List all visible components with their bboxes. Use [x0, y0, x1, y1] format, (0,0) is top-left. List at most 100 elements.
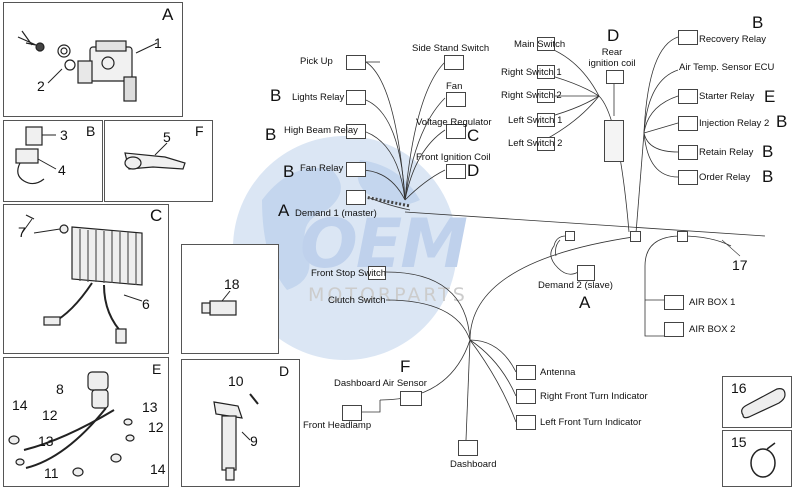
connector-box — [537, 89, 555, 103]
group-letter: B — [752, 13, 764, 32]
part-number: 11 — [44, 465, 59, 481]
label-air-box-2: AIR BOX 2 — [689, 324, 736, 335]
ignition-lock-icon — [17, 30, 158, 102]
panel-letter: F — [195, 123, 204, 139]
label-left-switch-2: Left Switch 2 — [508, 138, 563, 149]
label-right-front-turn: Right Front Turn Indicator — [540, 391, 648, 402]
panel-d: D 9 10 — [181, 359, 300, 487]
group-letter: A — [278, 201, 290, 220]
connector-box — [677, 231, 688, 242]
connector-box — [537, 65, 555, 79]
connector-box — [630, 231, 641, 242]
panel-e: E 8 11 12 12 13 13 14 14 — [3, 357, 169, 487]
connector-box — [400, 391, 422, 406]
connector-box — [458, 440, 478, 456]
connector-box — [516, 389, 536, 404]
group-letter: B — [270, 86, 282, 105]
label-left-switch-1: Left Switch 1 — [508, 115, 563, 126]
label-high-beam-relay: High Beam Relay — [284, 125, 358, 136]
connector-box — [346, 124, 366, 139]
group-letter: B — [762, 142, 774, 161]
panel-letter: B — [86, 123, 96, 139]
connector-box — [678, 170, 698, 185]
label-rear-ignition-coil: Rear ignition coil — [588, 47, 636, 69]
label-retain-relay: Retain Relay — [699, 147, 754, 158]
part-number: 3 — [60, 127, 68, 143]
connector-box — [678, 116, 698, 131]
label-air-temp-sensor: Air Temp. Sensor ECU — [679, 62, 775, 73]
connector-box — [606, 70, 624, 84]
group-letter: D — [467, 161, 480, 180]
label-front-ignition-coil: Front Ignition Coil — [416, 152, 491, 163]
connector-box — [537, 137, 555, 151]
label-air-box-1: AIR BOX 1 — [689, 297, 736, 308]
label-injection-relay: Injection Relay 2 — [699, 118, 770, 129]
connector-box — [537, 113, 555, 127]
label-fan-relay: Fan Relay — [300, 163, 344, 174]
connector-box — [678, 145, 698, 160]
connector-box — [346, 162, 366, 177]
label-demand-2: Demand 2 (slave) — [538, 280, 613, 291]
label-demand-1: Demand 1 (master) — [295, 208, 377, 219]
connector-box — [565, 231, 575, 241]
connector-box — [446, 164, 466, 179]
panel-15: 15 — [722, 430, 792, 487]
part-number: 14 — [150, 461, 166, 477]
label-antenna: Antenna — [540, 367, 576, 378]
group-letter: E — [764, 87, 776, 106]
group-letter: B — [762, 167, 774, 186]
panel-f: F 5 — [104, 120, 213, 202]
connector-box — [516, 365, 536, 380]
part-number: 14 — [12, 397, 28, 413]
part-number: 6 — [142, 296, 150, 312]
connector-box — [664, 322, 684, 337]
label-pick-up: Pick Up — [300, 56, 333, 67]
label-dashboard-air-sensor: Dashboard Air Sensor — [334, 378, 427, 389]
panel-letter: C — [150, 206, 163, 225]
part-number: 7 — [18, 224, 26, 240]
label-fan: Fan — [446, 81, 463, 92]
label-side-stand-switch: Side Stand Switch — [412, 43, 490, 54]
group-letter: A — [579, 293, 591, 312]
label-right-switch-2: Right Switch 2 — [501, 90, 562, 101]
label-lights-relay: Lights Relay — [292, 92, 345, 103]
ignition-coil-icon — [213, 393, 259, 481]
group-letter: F — [400, 357, 411, 376]
label-front-stop-switch: Front Stop Switch — [311, 268, 386, 279]
panel-c: C 6 7 — [3, 204, 169, 354]
label-front-headlamp: Front Headlamp — [303, 420, 372, 431]
connector-box — [444, 55, 464, 70]
part-number: 13 — [142, 399, 158, 415]
watermark-subtitle: MOTORPARTS — [308, 284, 468, 306]
part-number: 4 — [58, 162, 66, 178]
panel-a: A 1 2 — [3, 2, 183, 117]
connector-box — [537, 37, 555, 51]
part-number: 12 — [148, 419, 164, 435]
part-number: 8 — [56, 381, 64, 397]
panel-b: B 3 4 — [3, 120, 103, 202]
part-number: 16 — [731, 380, 747, 396]
clamp-icon — [750, 442, 776, 478]
label-recovery-relay: Recovery Relay — [699, 34, 767, 45]
connector-box — [346, 90, 366, 105]
group-letter: C — [467, 126, 480, 145]
part-number: 9 — [250, 433, 258, 449]
air-sensor-icon — [124, 142, 186, 170]
panel-letter: A — [162, 5, 174, 24]
connector-box — [346, 190, 366, 205]
sensor-icon — [201, 290, 237, 316]
label-starter-relay: Starter Relay — [699, 91, 755, 102]
label-left-front-turn: Left Front Turn Indicator — [540, 417, 642, 428]
voltage-regulator-icon — [21, 214, 143, 344]
connector-box — [577, 265, 595, 281]
label-right-switch-1: Right Switch 1 — [501, 67, 562, 78]
label-order-relay: Order Relay — [699, 172, 751, 183]
part-number: 5 — [163, 129, 171, 145]
part-number: 15 — [731, 434, 747, 450]
label-clutch-switch: Clutch Switch — [328, 295, 386, 306]
connector-box — [368, 266, 386, 280]
connector-box — [346, 55, 366, 70]
